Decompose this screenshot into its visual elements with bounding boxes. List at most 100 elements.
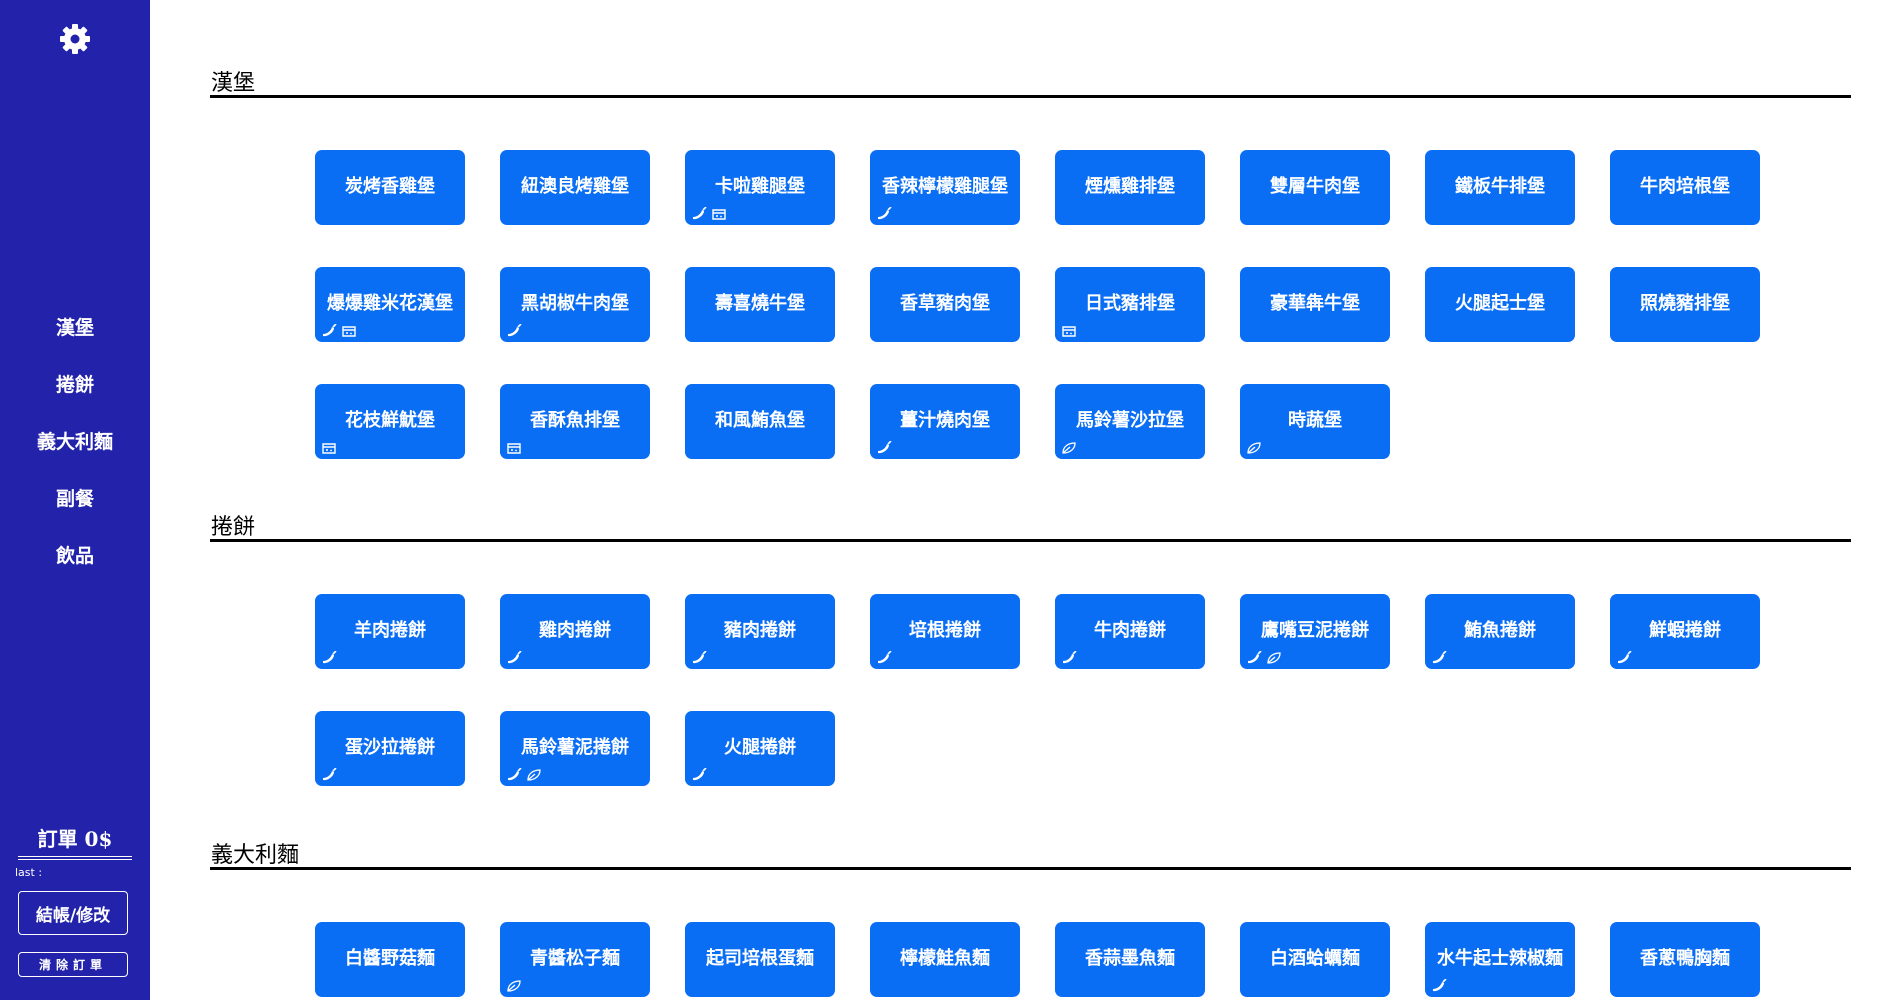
menu-item-button[interactable]: 日式豬排堡 [1055, 267, 1205, 342]
menu-item-button[interactable]: 花枝鮮魷堡 [315, 384, 465, 459]
tag-badges [876, 651, 892, 665]
nav-item-burger[interactable]: 漢堡 [55, 317, 94, 339]
menu-item-button[interactable]: 香草豬肉堡 [870, 267, 1020, 342]
order-total: 訂單 0$ [37, 827, 113, 851]
menu-item-label: 水牛起士辣椒麵 [1437, 948, 1563, 969]
chili-pepper-icon [1431, 979, 1447, 993]
tag-badges [1616, 651, 1632, 665]
menu-item-label: 雙層牛肉堡 [1270, 176, 1360, 197]
gear-icon[interactable] [59, 23, 91, 55]
cheese-icon [1061, 324, 1077, 338]
divider [18, 856, 132, 857]
menu-item-button[interactable]: 香酥魚排堡 [500, 384, 650, 459]
tag-badges [1246, 651, 1282, 665]
section-title: 捲餅 [211, 515, 256, 540]
menu-item-button[interactable]: 卡啦雞腿堡 [685, 150, 835, 225]
menu-item-label: 炭烤香雞堡 [345, 176, 435, 197]
menu-item-button[interactable]: 薑汁燒肉堡 [870, 384, 1020, 459]
nav-item-sides[interactable]: 副餐 [55, 488, 94, 510]
menu-item-button[interactable]: 雞肉捲餅 [500, 594, 650, 669]
menu-item-button[interactable]: 鐵板牛排堡 [1425, 150, 1575, 225]
menu-item-button[interactable]: 鮮蝦捲餅 [1610, 594, 1760, 669]
menu-item-button[interactable]: 馬鈴薯沙拉堡 [1055, 384, 1205, 459]
section-divider [210, 95, 1851, 98]
clear-order-button[interactable]: 清除訂單 [18, 952, 128, 977]
menu-item-label: 馬鈴薯泥捲餅 [521, 737, 629, 758]
menu-item-label: 火腿捲餅 [724, 737, 796, 758]
menu-item-button[interactable]: 香辣檸檬雞腿堡 [870, 150, 1020, 225]
menu-item-button[interactable]: 牛肉捲餅 [1055, 594, 1205, 669]
menu-item-button[interactable]: 和風鮪魚堡 [685, 384, 835, 459]
tag-badges [691, 651, 707, 665]
nav-item-pasta[interactable]: 義大利麵 [36, 431, 113, 453]
cheese-icon [711, 207, 727, 221]
tag-badges [506, 324, 522, 338]
tag-badges [876, 207, 892, 221]
menu-item-button[interactable]: 雙層牛肉堡 [1240, 150, 1390, 225]
menu-item-button[interactable]: 馬鈴薯泥捲餅 [500, 711, 650, 786]
menu-item-button[interactable]: 壽喜燒牛堡 [685, 267, 835, 342]
menu-item-button[interactable]: 香蔥鴨胸麵 [1610, 922, 1760, 997]
tag-badges [876, 441, 892, 455]
menu-item-button[interactable]: 青醬松子麵 [500, 922, 650, 997]
menu-item-button[interactable]: 火腿起士堡 [1425, 267, 1575, 342]
chili-pepper-icon [691, 651, 707, 665]
menu-item-label: 牛肉培根堡 [1640, 176, 1730, 197]
menu-item-button[interactable]: 時蔬堡 [1240, 384, 1390, 459]
menu-item-label: 香酥魚排堡 [530, 410, 620, 431]
chili-pepper-icon [506, 324, 522, 338]
menu-item-button[interactable]: 牛肉培根堡 [1610, 150, 1760, 225]
menu-item-button[interactable]: 白酒蛤蠣麵 [1240, 922, 1390, 997]
menu-item-label: 黑胡椒牛肉堡 [521, 293, 629, 314]
checkout-button[interactable]: 結帳/修改 [18, 891, 128, 935]
menu-item-button[interactable]: 水牛起士辣椒麵 [1425, 922, 1575, 997]
menu-item-button[interactable]: 蛋沙拉捲餅 [315, 711, 465, 786]
chili-pepper-icon [691, 768, 707, 782]
tag-badges [506, 441, 522, 455]
menu-item-button[interactable]: 羊肉捲餅 [315, 594, 465, 669]
menu-item-label: 日式豬排堡 [1085, 293, 1175, 314]
tag-badges [506, 979, 522, 993]
menu-item-label: 鮮蝦捲餅 [1649, 620, 1721, 641]
menu-item-button[interactable]: 鷹嘴豆泥捲餅 [1240, 594, 1390, 669]
chili-pepper-icon [506, 651, 522, 665]
nav-item-wrap[interactable]: 捲餅 [55, 374, 94, 396]
menu-item-label: 豪華犇牛堡 [1270, 293, 1360, 314]
menu-item-button[interactable]: 紐澳良烤雞堡 [500, 150, 650, 225]
section-divider [210, 539, 1851, 542]
menu-item-button[interactable]: 煙燻雞排堡 [1055, 150, 1205, 225]
menu-item-button[interactable]: 香蒜墨魚麵 [1055, 922, 1205, 997]
menu-item-label: 紐澳良烤雞堡 [521, 176, 629, 197]
menu-item-label: 香草豬肉堡 [900, 293, 990, 314]
menu-item-button[interactable]: 照燒豬排堡 [1610, 267, 1760, 342]
menu-item-label: 時蔬堡 [1288, 410, 1342, 431]
menu-item-label: 青醬松子麵 [530, 948, 620, 969]
menu-item-label: 鮪魚捲餅 [1464, 620, 1536, 641]
chili-pepper-icon [1616, 651, 1632, 665]
menu-item-label: 白醬野菇麵 [345, 948, 435, 969]
menu-item-label: 香蒜墨魚麵 [1085, 948, 1175, 969]
menu-item-button[interactable]: 黑胡椒牛肉堡 [500, 267, 650, 342]
menu-item-button[interactable]: 爆爆雞米花漢堡 [315, 267, 465, 342]
menu-item-label: 照燒豬排堡 [1640, 293, 1730, 314]
menu-item-button[interactable]: 炭烤香雞堡 [315, 150, 465, 225]
menu-item-button[interactable]: 白醬野菇麵 [315, 922, 465, 997]
menu-item-button[interactable]: 火腿捲餅 [685, 711, 835, 786]
cheese-icon [321, 441, 337, 455]
menu-item-button[interactable]: 豬肉捲餅 [685, 594, 835, 669]
nav-item-drinks[interactable]: 飲品 [55, 545, 94, 567]
menu-item-label: 起司培根蛋麵 [706, 948, 814, 969]
menu-item-button[interactable]: 檸檬鮭魚麵 [870, 922, 1020, 997]
menu-item-button[interactable]: 鮪魚捲餅 [1425, 594, 1575, 669]
menu-item-label: 白酒蛤蠣麵 [1270, 948, 1360, 969]
menu-item-label: 蛋沙拉捲餅 [345, 737, 435, 758]
tag-badges [1061, 324, 1077, 338]
tag-badges [1061, 651, 1077, 665]
menu-item-label: 培根捲餅 [909, 620, 981, 641]
menu-item-button[interactable]: 起司培根蛋麵 [685, 922, 835, 997]
menu-item-button[interactable]: 豪華犇牛堡 [1240, 267, 1390, 342]
tag-badges [1246, 441, 1262, 455]
menu-item-button[interactable]: 培根捲餅 [870, 594, 1020, 669]
section-title: 漢堡 [211, 71, 256, 96]
menu-item-label: 卡啦雞腿堡 [715, 176, 805, 197]
